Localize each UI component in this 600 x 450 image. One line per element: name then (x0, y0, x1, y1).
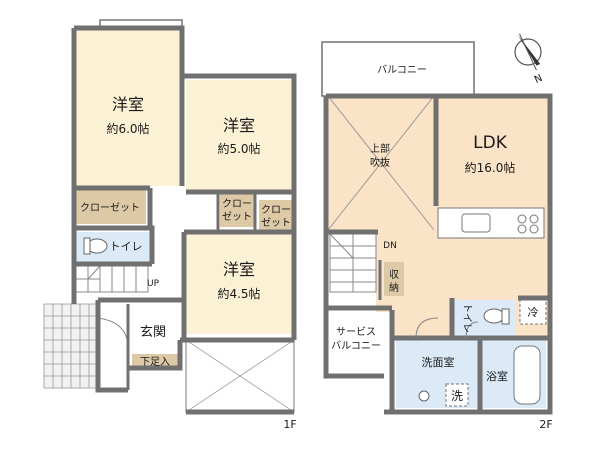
toilet-1f-label: トイレ (110, 240, 143, 253)
stairs-1f (73, 265, 149, 293)
closet-wide-label: クローゼット (80, 202, 140, 214)
closet-wide (74, 190, 146, 224)
compass-label: N (533, 73, 544, 86)
closet-mid-label-2: ゼット (222, 211, 252, 223)
bathroom-label: 浴室 (486, 369, 508, 383)
kitchen-counter (437, 207, 545, 239)
closet-mid (220, 193, 254, 227)
void-label-1: 上部 (370, 142, 390, 155)
floor-1-label: 1F (283, 418, 296, 431)
ldk-size: 約16.0帖 (465, 160, 516, 175)
floor-1: 洋室 約6.0帖 洋室 約5.0帖 洋室 約4.5帖 クローゼット クロー ゼッ… (43, 19, 297, 431)
service-balcony-label-2: バルコニー (331, 340, 381, 352)
room-a-size: 約6.0帖 (106, 121, 149, 136)
balcony-label: バルコニー (377, 64, 427, 76)
storage-label-1: 収 (389, 269, 399, 281)
bathtub (513, 345, 541, 405)
genkan-label: 玄関 (140, 325, 166, 340)
stove-icon (517, 214, 539, 234)
room-c-name: 洋室 (223, 260, 255, 279)
storage-2f (384, 262, 404, 296)
washroom-label: 洗面室 (422, 355, 455, 369)
compass-icon: N (514, 33, 544, 86)
ldk-name: LDK (473, 133, 508, 153)
genkan (128, 304, 180, 354)
walls-1f (71, 25, 297, 415)
closet-small (259, 200, 293, 234)
porch-tiles (43, 303, 99, 389)
walls-2f (323, 93, 553, 415)
shoe-storage (132, 354, 178, 368)
balcony (321, 41, 475, 97)
shoe-storage-label: 下足入 (140, 356, 170, 368)
room-youshitsu-5 (186, 80, 294, 190)
stairs-up-label: UP (147, 279, 160, 289)
room-b-size: 約5.0帖 (217, 141, 260, 156)
room-b-name: 洋室 (223, 116, 255, 135)
stairs-2f (329, 233, 377, 293)
void-label-2: 吹抜 (370, 156, 390, 169)
room-youshitsu-6 (74, 28, 182, 186)
stairs-dn-label: DN (383, 241, 397, 251)
floor-2: バルコニー 上部 吹抜 LDK 約16.0帖 DN 収 納 トイレ 冷 サービス… (321, 41, 553, 431)
room-c-size: 約4.5帖 (217, 286, 260, 301)
room-a-name: 洋室 (112, 95, 144, 114)
toilet-fixture-2f (483, 308, 505, 324)
closet-small-label-2: ゼット (261, 217, 291, 229)
carport-void (185, 339, 295, 413)
washer-label: 洗 (451, 389, 463, 403)
closet-small-label-1: クロー (261, 204, 291, 216)
storage-label-2: 納 (389, 281, 399, 294)
service-balcony (328, 312, 390, 374)
service-balcony-label-1: サービス (336, 326, 376, 338)
room-youshitsu-45 (186, 234, 294, 334)
toilet-2f-label: トイレ (461, 303, 472, 333)
floor-2-label: 2F (539, 418, 552, 431)
washer-box (445, 383, 469, 407)
fridge-label: 冷 (528, 306, 539, 319)
closet-mid-label-1: クロー (222, 198, 252, 210)
